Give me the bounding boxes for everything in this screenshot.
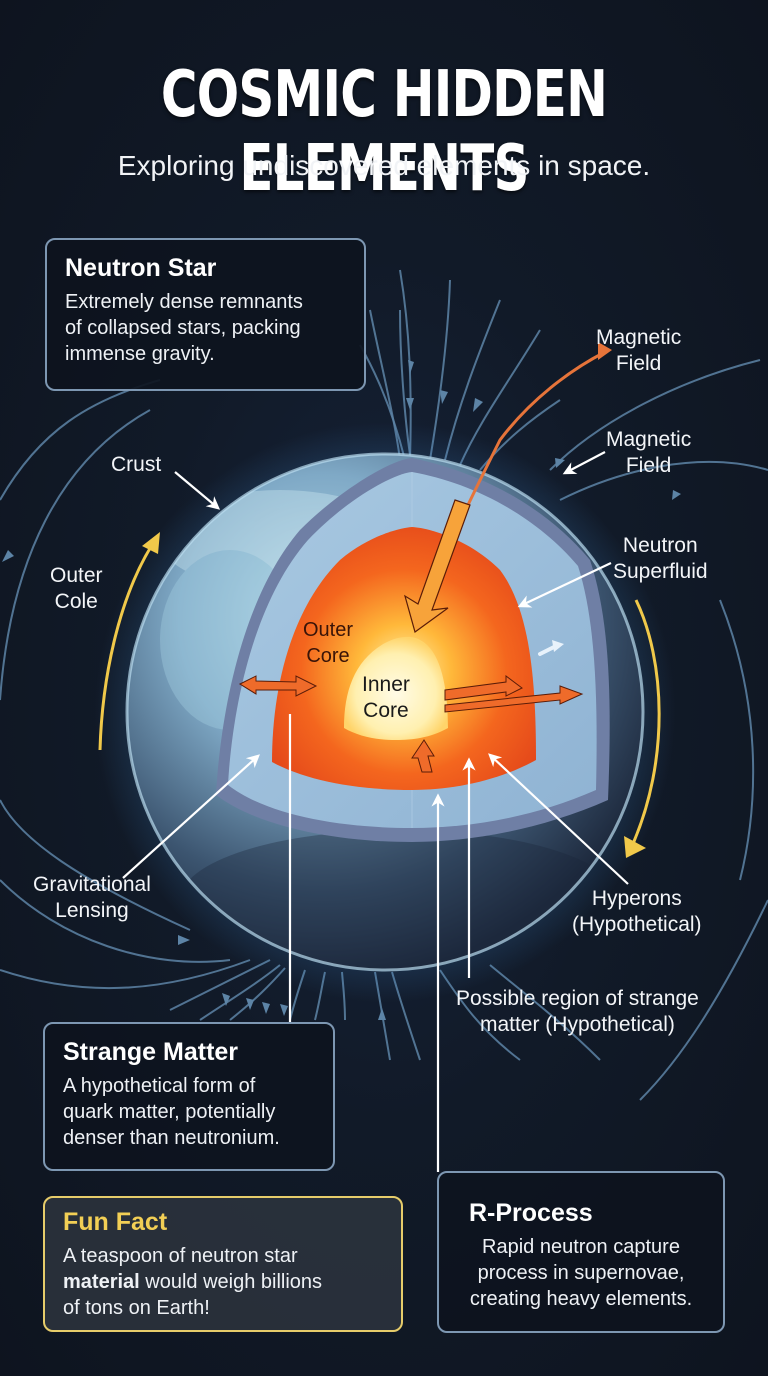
card-line: A hypothetical form of xyxy=(63,1075,256,1097)
label-gravitational-lensing: Gravitational Lensing xyxy=(33,873,151,922)
page-subtitle: Exploring undiscovered elements in space… xyxy=(117,150,651,181)
fun-fact-card: Fun Fact A teaspoon of neutron star mate… xyxy=(43,1196,403,1332)
page-title: COSMIC HIDDEN ELEMENTS xyxy=(160,58,608,206)
card-line: Rapid neutron capture xyxy=(482,1236,680,1258)
card-title: Strange Matter xyxy=(63,1038,239,1066)
card-line: denser than neutronium. xyxy=(63,1127,280,1149)
core-arrows-horizontal xyxy=(238,675,584,713)
card-line: of collapsed stars, packing xyxy=(65,317,301,339)
card-line: creating heavy elements. xyxy=(469,1288,693,1310)
label-inner-core: Inner Core xyxy=(362,673,410,722)
card-title: Neutron Star xyxy=(65,254,217,282)
label-strange-matter-region: Possible region of strange matter (Hypot… xyxy=(456,987,699,1036)
card-title: Fun Fact xyxy=(63,1208,168,1236)
card-line: immense gravity. xyxy=(65,343,215,365)
strange-matter-card: Strange Matter A hypothetical form of qu… xyxy=(43,1022,335,1171)
label-outer-cole: Outer Cole xyxy=(50,564,103,613)
card-line: of tons on Earth! xyxy=(63,1297,210,1319)
bold-word: material xyxy=(63,1271,140,1293)
field-arrowheads xyxy=(2,360,681,1020)
label-crust: Crust xyxy=(111,453,162,476)
card-line: quark matter, potentially xyxy=(63,1101,276,1123)
label-outer-core: Outer Core xyxy=(303,619,354,667)
card-line: A teaspoon of neutron star xyxy=(63,1245,298,1267)
core-arrow-up xyxy=(411,739,435,773)
label-magnetic-field-lower: Magnetic Field xyxy=(606,428,692,477)
outer-cole-arrow xyxy=(98,544,154,751)
r-process-card: R-Process Rapid neutron capture process … xyxy=(437,1171,725,1333)
right-rotation-arrow xyxy=(630,599,661,847)
label-neutron-superfluid: Neutron Superfluid xyxy=(613,534,708,583)
card-line: process in supernovae, xyxy=(477,1262,685,1284)
core-arrow-down xyxy=(404,499,471,633)
card-line: Extremely dense remnants xyxy=(65,291,303,313)
card-title: R-Process xyxy=(469,1199,593,1227)
cutaway-section xyxy=(216,458,610,842)
label-magnetic-field-top: Magnetic Field xyxy=(596,326,682,375)
card-line: material would weigh billions xyxy=(63,1271,323,1293)
neutron-star-card: Neutron Star Extremely dense remnants of… xyxy=(45,238,366,391)
pointer-lines xyxy=(122,451,629,1172)
label-hyperons: Hyperons (Hypothetical) xyxy=(572,887,702,936)
